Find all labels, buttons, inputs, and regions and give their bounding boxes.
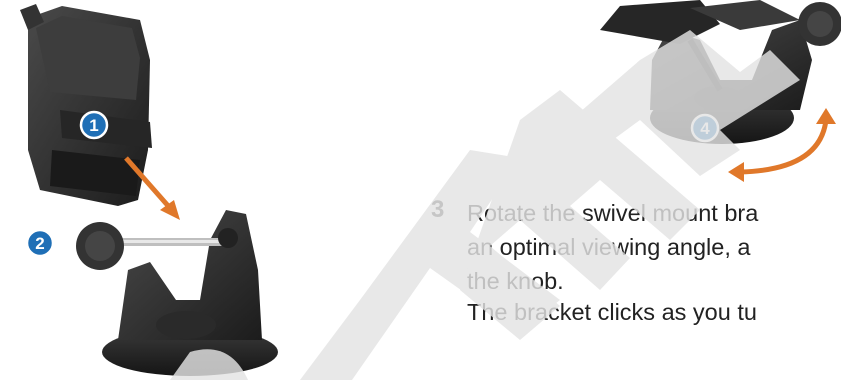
draft-watermark xyxy=(0,0,841,380)
